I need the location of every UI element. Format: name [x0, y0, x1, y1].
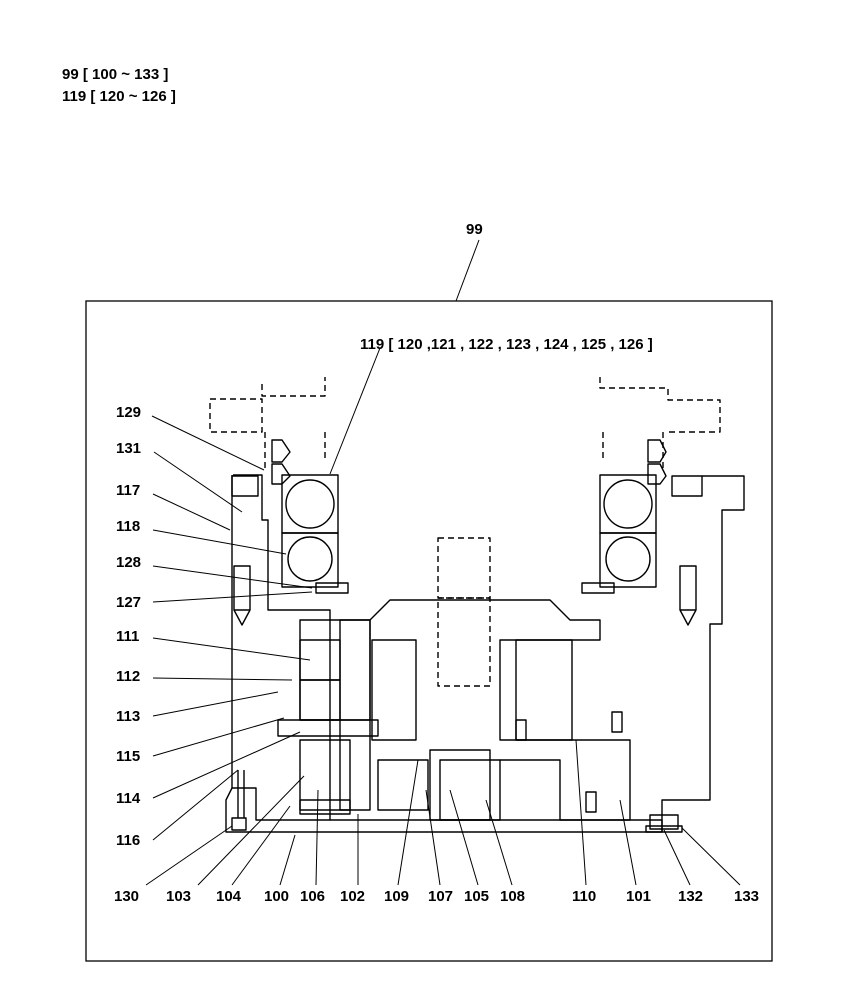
part-label-102: 102 — [340, 888, 365, 905]
part-label-112: 112 — [116, 668, 140, 685]
part-label-109: 109 — [384, 888, 409, 905]
part-label-133: 133 — [734, 888, 759, 905]
left-part-labels: 129 131 117 118 128 127 111 112 113 115 … — [116, 404, 141, 849]
part-label-132: 132 — [678, 888, 703, 905]
part-label-131: 131 — [116, 440, 141, 457]
part-label-105: 105 — [464, 888, 489, 905]
bottom-part-labels: 130 103 104 100 106 102 109 107 105 108 … — [114, 888, 759, 905]
cross-section-drawing — [209, 377, 745, 833]
part-label-118: 118 — [116, 518, 140, 535]
diagram-frame — [85, 300, 773, 962]
part-label-100: 100 — [264, 888, 289, 905]
header-assembly-range: 99 [ 100 ~ 133 ] — [62, 66, 169, 83]
part-label-107: 107 — [428, 888, 453, 905]
leader-lines — [145, 239, 741, 886]
part-label-117: 117 — [116, 482, 140, 499]
part-label-115: 115 — [116, 748, 140, 765]
part-label-110: 110 — [572, 888, 596, 905]
assembly-label: 99 — [466, 221, 483, 238]
part-label-114: 114 — [116, 790, 141, 807]
part-label-103: 103 — [166, 888, 191, 905]
part-label-101: 101 — [626, 888, 651, 905]
header-bearing-range: 119 [ 120 ~ 126 ] — [62, 88, 176, 105]
part-label-130: 130 — [114, 888, 139, 905]
part-label-108: 108 — [500, 888, 525, 905]
part-label-127: 127 — [116, 594, 141, 611]
part-label-116: 116 — [116, 832, 140, 849]
part-label-106: 106 — [300, 888, 325, 905]
part-label-129: 129 — [116, 404, 141, 421]
part-label-104: 104 — [216, 888, 242, 905]
bearing-group-label: 119 [ 120 ,121 , 122 , 123 , 124 , 125 ,… — [360, 336, 653, 353]
part-label-113: 113 — [116, 708, 140, 725]
part-label-128: 128 — [116, 554, 141, 571]
part-label-111: 111 — [116, 628, 139, 645]
